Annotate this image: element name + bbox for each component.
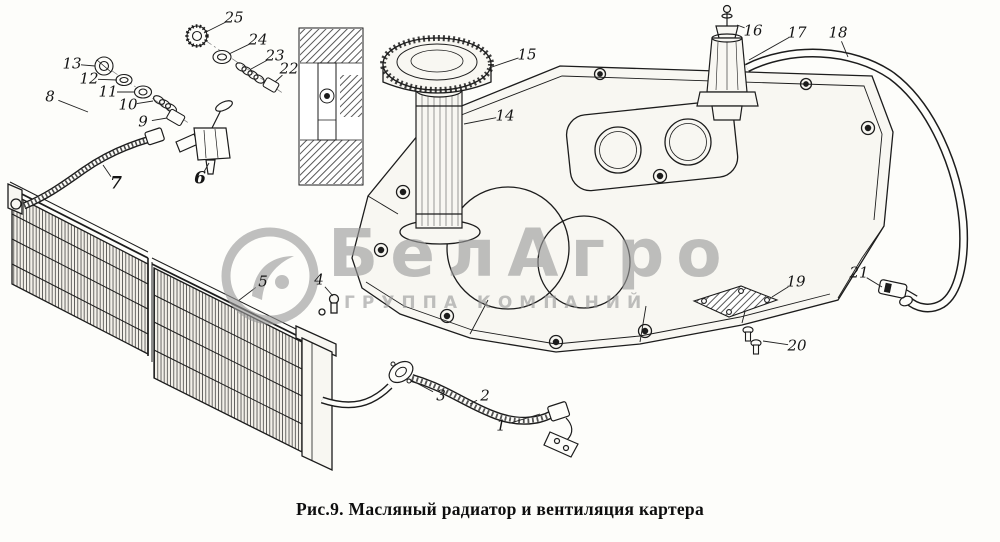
figure-caption: Рис.9. Масляный радиатор и вентиляция ка… — [295, 499, 705, 519]
valve-parts-cluster — [94, 24, 285, 127]
radiator-bolt — [318, 293, 340, 316]
crankcase-breather — [696, 4, 759, 121]
pan-bosses — [373, 67, 876, 350]
oil-filler-neck — [415, 82, 463, 229]
tube-clamp — [878, 279, 918, 299]
radiator-outlet-hose — [320, 360, 579, 458]
oil-tap — [175, 100, 233, 175]
plate-bolts — [742, 326, 762, 355]
oil-pan — [351, 65, 894, 353]
section-inset — [298, 27, 364, 186]
oil-filler-cap — [380, 35, 494, 94]
radiator-inlet-hose — [22, 127, 165, 210]
hose-end-fitting — [543, 401, 579, 458]
gasket-plate — [692, 285, 779, 318]
oil-radiator — [7, 181, 340, 472]
